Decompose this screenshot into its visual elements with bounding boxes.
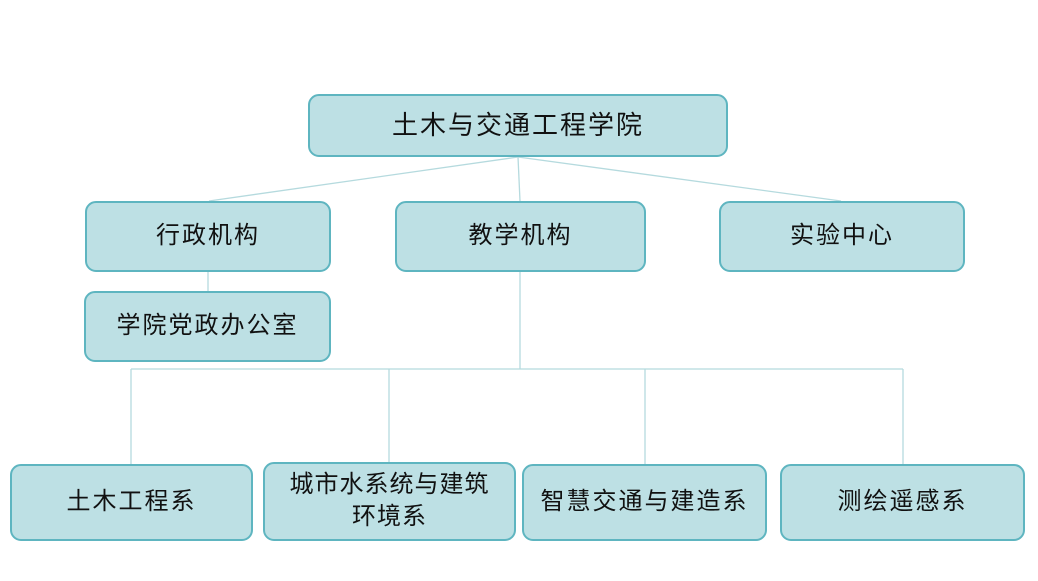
node-teaching-org: 教学机构 bbox=[395, 201, 646, 272]
node-civil-engineering-dept-label: 土木工程系 bbox=[66, 488, 197, 515]
node-urban-water-built-env-dept: 城市水系统与建筑环境系 bbox=[263, 462, 516, 541]
node-administrative-org: 行政机构 bbox=[85, 201, 331, 272]
node-urban-water-built-env-dept-label: 城市水系统与建筑环境系 bbox=[289, 472, 490, 530]
node-experiment-center: 实验中心 bbox=[719, 201, 965, 272]
node-smart-transport-construction-dept: 智慧交通与建造系 bbox=[522, 464, 767, 541]
node-surveying-remote-sensing-dept: 测绘遥感系 bbox=[780, 464, 1025, 541]
node-smart-transport-construction-dept-label: 智慧交通与建造系 bbox=[540, 488, 749, 515]
node-teaching-org-label: 教学机构 bbox=[468, 222, 573, 249]
node-college-root: 土木与交通工程学院 bbox=[308, 94, 728, 157]
node-surveying-remote-sensing-dept-label: 测绘遥感系 bbox=[837, 488, 968, 515]
node-administrative-org-label: 行政机构 bbox=[156, 222, 260, 249]
node-party-admin-office-label: 学院党政办公室 bbox=[116, 312, 299, 339]
node-party-admin-office: 学院党政办公室 bbox=[84, 291, 331, 362]
node-experiment-center-label: 实验中心 bbox=[790, 222, 894, 249]
node-college-root-label: 土木与交通工程学院 bbox=[391, 110, 644, 140]
root-to-level2-connectors bbox=[208, 156, 842, 202]
node-civil-engineering-dept: 土木工程系 bbox=[10, 464, 253, 541]
